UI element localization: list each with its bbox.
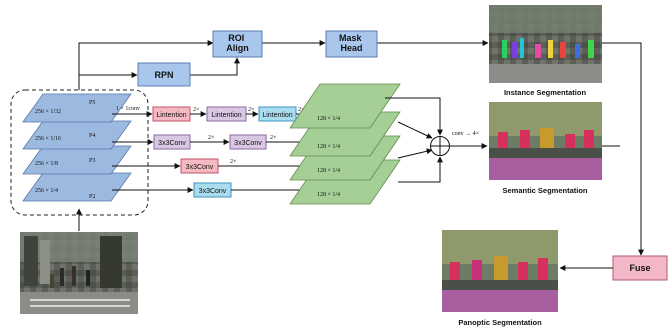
conv-p2-label: 3x3Conv xyxy=(199,188,227,195)
fuse-label: Fuse xyxy=(629,263,650,273)
fpn-scale-p5: 256 × 1/32 xyxy=(35,109,61,115)
fpn-backbone-group xyxy=(10,89,149,216)
instance-segmentation-caption: Instance Segmentation xyxy=(504,88,587,97)
conv-p4-box-2: 3x3Conv xyxy=(229,134,267,150)
mask-head-box: Mask Head xyxy=(325,30,378,58)
rpn-label: RPN xyxy=(154,70,173,80)
one-by-one-conv-label: 1 × 1conv xyxy=(116,106,140,112)
conv-p2-box: 3x3Conv xyxy=(193,182,232,198)
up-2x-label-3: 2× xyxy=(298,107,304,113)
feature-plane-label-1: 128 × 1/4 xyxy=(317,116,340,122)
lintention-box-3: Lintention xyxy=(258,106,297,122)
up-2x-label-2: 2× xyxy=(248,107,254,113)
svg-text:ROI Align: ROI Align xyxy=(226,33,249,53)
up-2x-label-5: 2× xyxy=(270,135,276,141)
feature-plane-label-3: 128 × 1/4 xyxy=(317,168,340,174)
up-2x-label-6: 2× xyxy=(230,159,236,165)
fuse-box: Fuse xyxy=(612,255,668,281)
fpn-scale-p4: 256 × 1/16 xyxy=(35,136,61,142)
up-2x-label-1: 2× xyxy=(193,107,199,113)
fpn-name-p4: P4 xyxy=(89,133,95,139)
fpn-scale-p2: 256 × 1/4 xyxy=(35,188,58,194)
sum-node xyxy=(430,136,450,156)
panoptic-segmentation-caption: Panoptic Segmentation xyxy=(458,318,542,327)
panoptic-segmentation-image xyxy=(442,230,558,312)
semantic-segmentation-image xyxy=(489,102,602,180)
lintention-label-2: Lintention xyxy=(211,112,241,119)
conv-p3-box: 3x3Conv xyxy=(180,158,219,174)
roi-align-box: ROI Align xyxy=(212,30,263,58)
feature-plane-label-4: 128 × 1/4 xyxy=(317,192,340,198)
conv-p4-label-2: 3x3Conv xyxy=(234,140,262,147)
rpn-box: RPN xyxy=(137,62,191,87)
fpn-name-p5: P5 xyxy=(89,100,95,106)
lintention-label-1: Lintention xyxy=(156,112,186,119)
feature-plane-label-2: 128 × 1/4 xyxy=(317,144,340,150)
conv-p3-label: 3x3Conv xyxy=(186,164,214,171)
mask-head-label-line2: Head xyxy=(340,43,362,53)
lintention-label-3: Lintention xyxy=(262,112,292,119)
conv-p4-box-1: 3x3Conv xyxy=(153,134,191,150)
fpn-plane-p4: 256 × 1/16 P4 xyxy=(22,120,132,150)
feature-plane-1: 128 × 1/4 xyxy=(289,83,401,129)
lintention-box-2: Lintention xyxy=(206,106,247,122)
fpn-scale-p3: 256 × 1/8 xyxy=(35,161,58,167)
sum-upsample-label: conv → 4× xyxy=(452,131,479,137)
roi-align-label-line1: ROI xyxy=(228,33,244,43)
fpn-plane-p2: 256 × 1/4P2 xyxy=(22,172,132,202)
instance-segmentation-image xyxy=(489,5,602,83)
semantic-segmentation-caption: Semantic Segmentation xyxy=(502,186,587,195)
fpn-plane-p3: 256 × 1/8 P3 xyxy=(22,145,132,175)
conv-p4-label-1: 3x3Conv xyxy=(158,140,186,147)
fpn-name-p2: P2 xyxy=(89,194,95,200)
mask-head-label-line1: Mask xyxy=(339,33,363,43)
fpn-name-p3: P3 xyxy=(89,158,95,164)
fpn-plane-p5: 256 × 1/32 P5 xyxy=(22,93,132,123)
input-street-image xyxy=(20,232,138,314)
up-2x-label-4: 2× xyxy=(208,135,214,141)
svg-text:Mask Head: Mask Head xyxy=(339,33,364,53)
lintention-box-1: Lintention xyxy=(152,106,191,122)
roi-align-label-line2: Align xyxy=(226,43,249,53)
